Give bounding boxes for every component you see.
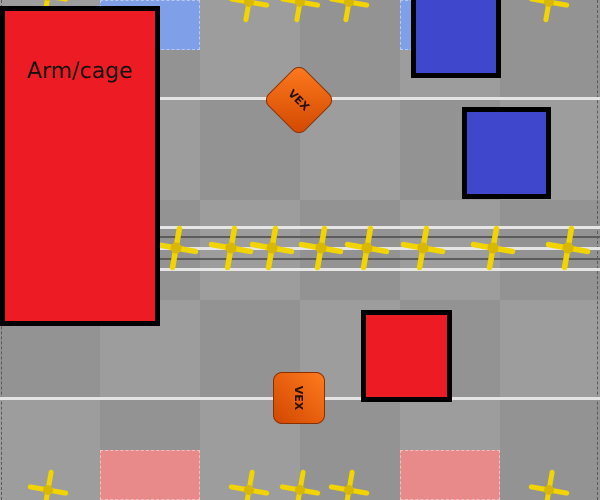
- red-block: [361, 310, 452, 402]
- arm-cage-label: Arm/cage: [27, 59, 133, 84]
- vex-logo: VEX: [273, 372, 325, 424]
- star-bottom[interactable]: [228, 469, 270, 500]
- blue-block-middle: [462, 107, 551, 199]
- star-bottom[interactable]: [27, 469, 69, 500]
- star-fence[interactable]: [298, 225, 344, 271]
- star-fence[interactable]: [400, 225, 446, 271]
- red-zone-right: [400, 450, 500, 500]
- star-fence[interactable]: [344, 225, 390, 271]
- star-top[interactable]: [228, 0, 270, 23]
- star-bottom[interactable]: [279, 469, 321, 500]
- red-zone-left: [100, 450, 200, 500]
- star-top[interactable]: [528, 0, 570, 23]
- star-bottom[interactable]: [328, 469, 370, 500]
- arm-cage-block: Arm/cage: [0, 6, 160, 326]
- star-top[interactable]: [328, 0, 370, 23]
- star-top[interactable]: [279, 0, 321, 23]
- star-fence[interactable]: [153, 225, 199, 271]
- star-fence[interactable]: [208, 225, 254, 271]
- star-fence[interactable]: [249, 225, 295, 271]
- blue-block-top: [411, 0, 501, 78]
- star-bottom[interactable]: [528, 469, 570, 500]
- star-fence[interactable]: [470, 225, 516, 271]
- star-fence[interactable]: [545, 225, 591, 271]
